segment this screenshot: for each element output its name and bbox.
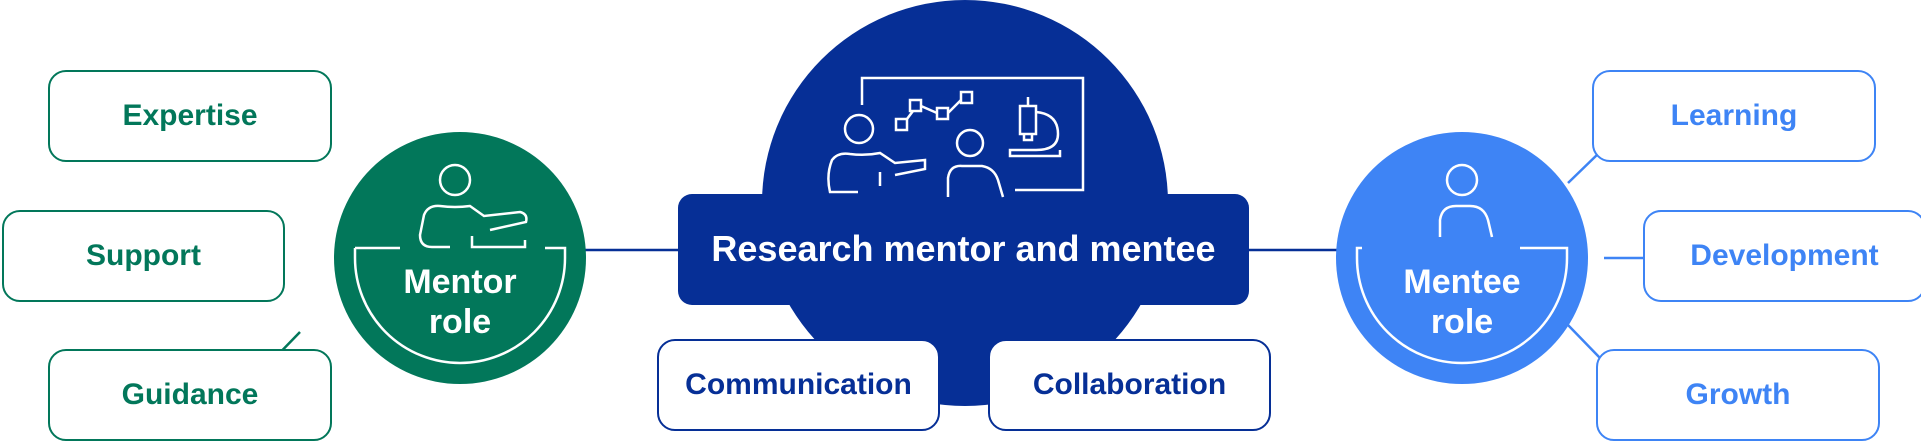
development-box: Development <box>1643 210 1921 302</box>
guidance-box: Guidance <box>48 349 332 441</box>
mentee-role-label: Mentee role <box>1403 263 1521 341</box>
collaboration-box: Collaboration <box>988 339 1271 431</box>
research-icon <box>827 76 1085 198</box>
center-box-bg <box>678 194 1249 305</box>
center-title: Research mentor and mentee <box>711 228 1216 269</box>
support-box: Support <box>2 210 285 302</box>
mentee-circle <box>1336 132 1588 384</box>
expertise-box: Expertise <box>48 70 332 162</box>
mentee-icon <box>1438 163 1494 238</box>
mentor-circle <box>334 132 586 384</box>
mentor-icon <box>418 163 528 249</box>
learning-box: Learning <box>1592 70 1876 162</box>
communication-box: Communication <box>657 339 940 431</box>
mentor-role-label: Mentor role <box>403 263 517 341</box>
growth-box: Growth <box>1596 349 1880 441</box>
